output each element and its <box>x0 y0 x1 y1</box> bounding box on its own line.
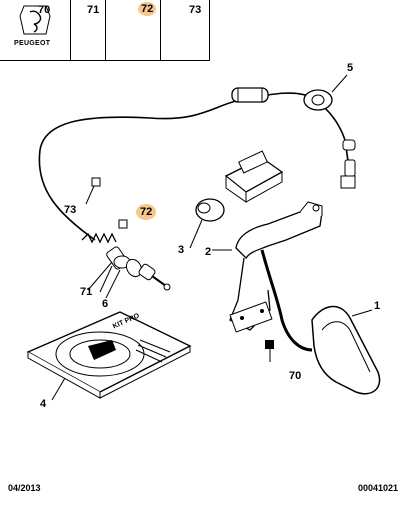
cell-71[interactable]: 71 <box>70 0 105 60</box>
pedal-arm <box>260 249 313 352</box>
pedal-pad-part-1 <box>311 305 381 395</box>
cell-number-72: 72 <box>138 2 157 16</box>
cable-end-fittings <box>340 139 356 189</box>
callout-6[interactable]: 6 <box>102 298 109 310</box>
marker-70 <box>265 340 274 349</box>
lion-emblem-icon <box>19 5 51 35</box>
callout-72[interactable]: 72 <box>136 204 157 220</box>
callout-2[interactable]: 2 <box>205 246 212 258</box>
cell-number-70: 70 <box>38 4 51 16</box>
cell-72[interactable]: 72 <box>105 0 160 60</box>
footer-code: 00041021 <box>357 483 398 493</box>
repair-kit-part-4 <box>26 311 192 399</box>
callout-1[interactable]: 1 <box>374 300 381 312</box>
pedal-bracket-part-2 <box>229 201 323 333</box>
grommet-part-5 <box>303 89 333 111</box>
marker-73 <box>91 177 101 187</box>
cable-sleeve <box>231 87 269 103</box>
pedal-switch-part <box>224 150 284 203</box>
logo-text: PEUGEOT <box>14 40 51 47</box>
callout-70[interactable]: 70 <box>289 370 302 382</box>
callout-3[interactable]: 3 <box>178 244 185 256</box>
part-thumbnail-strip: PEUGEOT 70 71 72 73 <box>0 0 210 61</box>
callout-71[interactable]: 71 <box>80 286 93 298</box>
marker-72 <box>118 219 128 229</box>
callout-4[interactable]: 4 <box>40 398 47 410</box>
footer-date: 04/2013 <box>8 483 41 493</box>
sensor-part-3 <box>195 198 225 222</box>
peugeot-logo: PEUGEOT <box>2 0 68 58</box>
cell-number-73: 73 <box>189 4 202 16</box>
cell-73[interactable]: 73 <box>160 0 209 60</box>
callout-73[interactable]: 73 <box>64 204 77 216</box>
callout-5[interactable]: 5 <box>347 62 354 74</box>
cell-number-71: 71 <box>87 4 100 16</box>
cable-spring-adjuster <box>81 232 171 291</box>
